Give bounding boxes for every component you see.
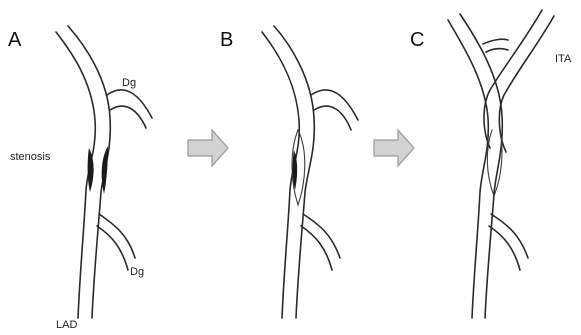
stenosis-label: stenosis xyxy=(10,151,51,163)
upper-diagonal-branch-top-b xyxy=(311,90,358,120)
lad-vessel-right-wall-c xyxy=(460,14,502,318)
arrow-a-to-b xyxy=(188,130,228,166)
lower-diagonal-branch-bottom-b xyxy=(301,226,332,270)
lad-label: LAD xyxy=(56,319,77,331)
lower-diagonal-branch-bottom-c xyxy=(489,226,520,270)
lower-diagonal-branch-top-c xyxy=(491,214,528,258)
lower-diagonal-branch-top xyxy=(99,214,135,258)
upper-diagonal-branch-bottom-b xyxy=(314,106,351,130)
ita-graft-right-wall xyxy=(499,16,554,152)
dg-upper-label: Dg xyxy=(122,77,136,89)
upper-diagonal-branch-top xyxy=(107,90,152,118)
upper-diagonal-branch-bottom xyxy=(110,106,146,128)
stenosis-plaque-right xyxy=(102,146,108,194)
upper-branch-stub-bottom xyxy=(486,49,508,52)
lower-diagonal-branch-top-b xyxy=(303,214,340,258)
arrow-b-to-c xyxy=(374,130,414,166)
upper-branch-stub-top xyxy=(483,39,508,44)
dg-lower-label: Dg xyxy=(130,266,144,278)
panel-a: A stenosis Dg Dg LAD xyxy=(8,26,152,331)
panel-b-letter: B xyxy=(220,29,233,51)
panel-c: C ITA xyxy=(410,10,572,318)
panel-c-letter: C xyxy=(410,29,424,51)
lower-diagonal-branch-bottom xyxy=(97,226,128,270)
ita-label: ITA xyxy=(555,53,572,65)
lad-vessel-left-wall-c xyxy=(448,20,488,318)
panel-b: B xyxy=(220,26,358,318)
panel-a-letter: A xyxy=(8,29,22,51)
